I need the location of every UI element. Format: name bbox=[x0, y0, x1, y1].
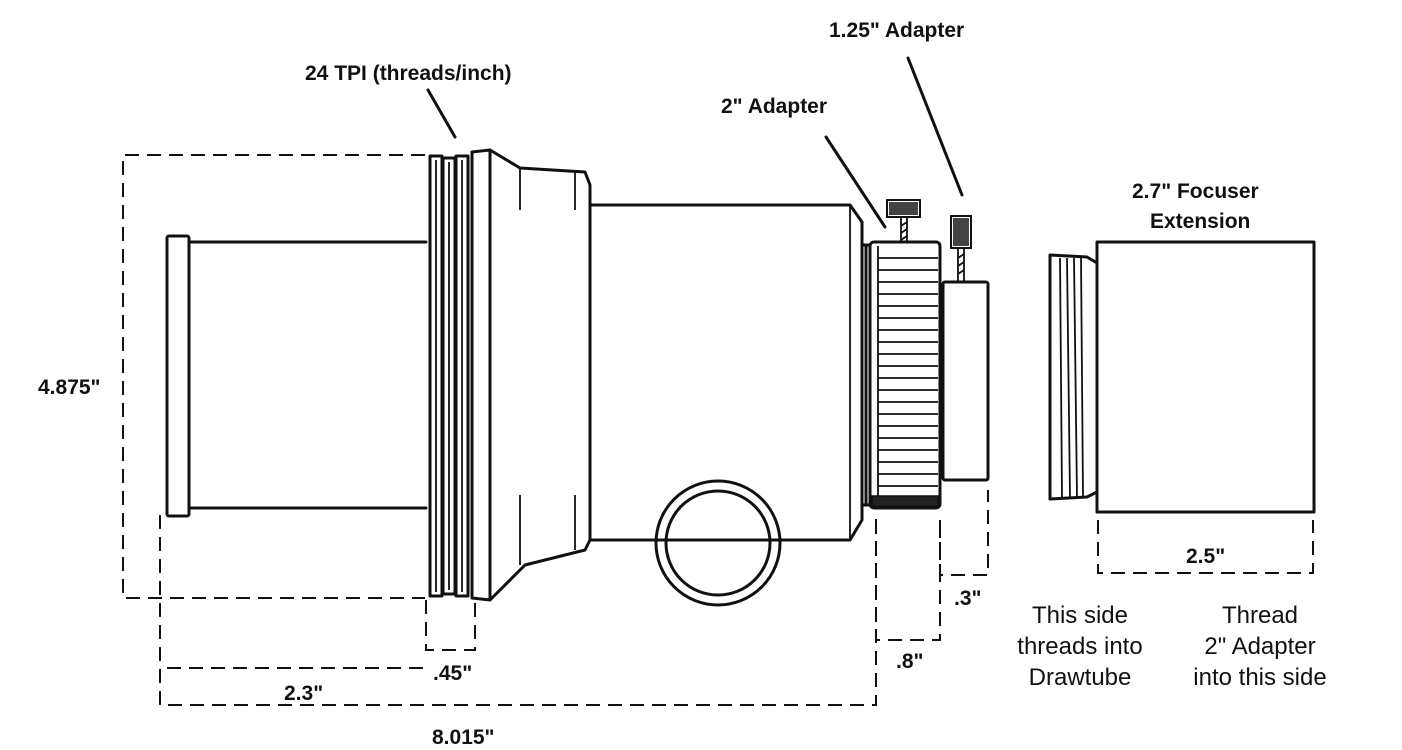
adapter-thread-note-line2: 2" Adapter bbox=[1204, 633, 1316, 660]
drawtube-note: This side threads into Drawtube bbox=[1000, 600, 1160, 693]
tpi-label: 24 TPI (threads/inch) bbox=[305, 62, 512, 85]
adapter-125-thumbscrew-icon bbox=[950, 215, 972, 282]
drawtube-dimension-label: 2.3" bbox=[284, 682, 324, 705]
focus-knob bbox=[654, 479, 782, 607]
adapter-125-dimension-line bbox=[939, 490, 989, 576]
extension-threaded-end bbox=[1048, 253, 1099, 501]
extension-tube bbox=[1095, 240, 1316, 514]
adapter-2-label: 2" Adapter bbox=[721, 95, 828, 118]
focus-knob-outer bbox=[654, 479, 782, 607]
focus-knob-inner bbox=[664, 489, 772, 597]
thread-rings bbox=[428, 154, 470, 598]
height-dimension-label: 4.875" bbox=[38, 376, 101, 399]
extension-length-dimension-line bbox=[1097, 520, 1314, 574]
adapter-2-thumbscrew-icon bbox=[886, 199, 921, 243]
adapter-thread-note-line1: Thread bbox=[1221, 602, 1299, 629]
adapter-125-body bbox=[941, 280, 990, 482]
focuser-housing bbox=[588, 203, 864, 542]
leader-lines bbox=[426, 56, 964, 229]
adapter-125-label: 1.25" Adapter bbox=[829, 19, 965, 42]
drawtube-note-line1: This side bbox=[1031, 602, 1129, 629]
adapter-125-dimension-label: .3" bbox=[954, 587, 982, 610]
extension-label-line1: 2.7" Focuser bbox=[1132, 180, 1259, 203]
thread-dimension-label: .45" bbox=[433, 662, 473, 685]
drawtube-note-line3: Drawtube bbox=[1028, 664, 1132, 691]
drawtube-note-line2: threads into bbox=[1017, 633, 1143, 660]
extension-label-line2: Extension bbox=[1150, 210, 1251, 233]
adapter-thread-note: Thread 2" Adapter into this side bbox=[1170, 600, 1350, 693]
adapter-2-ring bbox=[868, 240, 942, 510]
adapter-2-knurling bbox=[878, 257, 938, 487]
adapter-125-leader-line bbox=[906, 56, 964, 197]
focuser-extension bbox=[1048, 240, 1316, 514]
total-length-dimension-label: 8.015" bbox=[432, 726, 495, 749]
tpi-leader-line bbox=[426, 88, 457, 139]
focuser-body bbox=[470, 148, 872, 602]
adapter-2-dimension-label: .8" bbox=[896, 650, 924, 673]
dimension-lines bbox=[122, 154, 1314, 706]
adapter-2-dimension-line bbox=[875, 520, 941, 641]
drawtube bbox=[165, 234, 428, 518]
adapter-thread-note-line3: into this side bbox=[1193, 664, 1327, 691]
extension-dimension-label: 2.5" bbox=[1186, 545, 1226, 568]
drawtube-end-flange bbox=[165, 234, 191, 518]
adapter-2-leader-line bbox=[824, 135, 887, 229]
thread-length-dimension-line bbox=[425, 600, 476, 651]
